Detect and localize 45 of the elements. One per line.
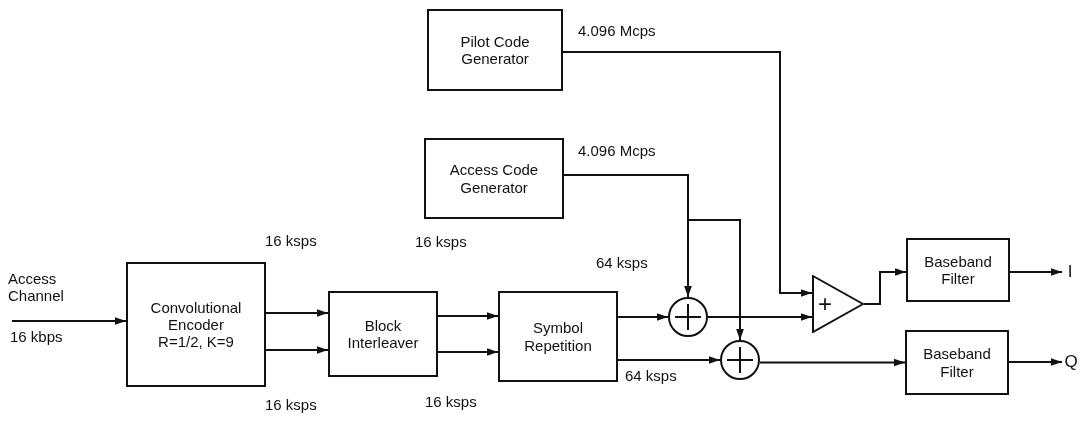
rate-label: Access Channel: [8, 270, 65, 305]
arrow: [617, 356, 721, 364]
process-box: [126, 262, 266, 387]
rate-label: 4.096 Mcps: [578, 142, 656, 160]
process-box: [424, 138, 564, 219]
block-label: Baseband Filter: [922, 345, 992, 380]
block-label: Baseband Filter: [923, 252, 993, 288]
rate-label: 64 ksps: [625, 367, 677, 385]
plus-sign: +: [818, 290, 832, 318]
arrow: [11, 317, 127, 325]
arrow: [863, 268, 907, 305]
output-label: Q: [1062, 352, 1080, 372]
arrow: [562, 51, 813, 297]
arrow: [437, 312, 499, 320]
rate-label: 16 ksps: [265, 396, 317, 414]
arrow: [563, 174, 744, 341]
process-box: [427, 9, 563, 91]
arrow: [759, 358, 906, 367]
arrow: [1008, 358, 1063, 366]
arrow: [437, 348, 499, 356]
arrow: [707, 313, 813, 321]
process-box: [328, 291, 438, 377]
block-label: R=1/2, K=9: [158, 333, 234, 351]
rate-label: 16 kbps: [10, 328, 63, 346]
rate-label: 16 ksps: [425, 393, 477, 411]
output-label: I: [1062, 262, 1078, 282]
block-label: Block Interleaver: [346, 316, 420, 352]
rate-label: 16 ksps: [265, 232, 317, 250]
arrow: [617, 313, 669, 321]
rate-label: 4.096 Mcps: [578, 22, 656, 40]
rate-label: 64 ksps: [596, 254, 648, 272]
process-box: [498, 291, 618, 382]
arrow: [265, 346, 329, 354]
arrow: [1009, 268, 1063, 276]
arrow: [265, 309, 329, 317]
process-box: [906, 238, 1010, 302]
block-label: Access Code Generator: [448, 161, 540, 196]
adder-symbol: [668, 297, 708, 337]
block-label: Pilot Code Generator: [459, 32, 531, 68]
summing-amplifier: [812, 275, 864, 333]
adder-symbol: [720, 340, 760, 380]
block-label: Symbol Repetition: [523, 319, 593, 354]
block-label: Convolutional Encoder: [149, 298, 243, 334]
process-box: [905, 330, 1009, 395]
rate-label: 16 ksps: [415, 233, 467, 251]
